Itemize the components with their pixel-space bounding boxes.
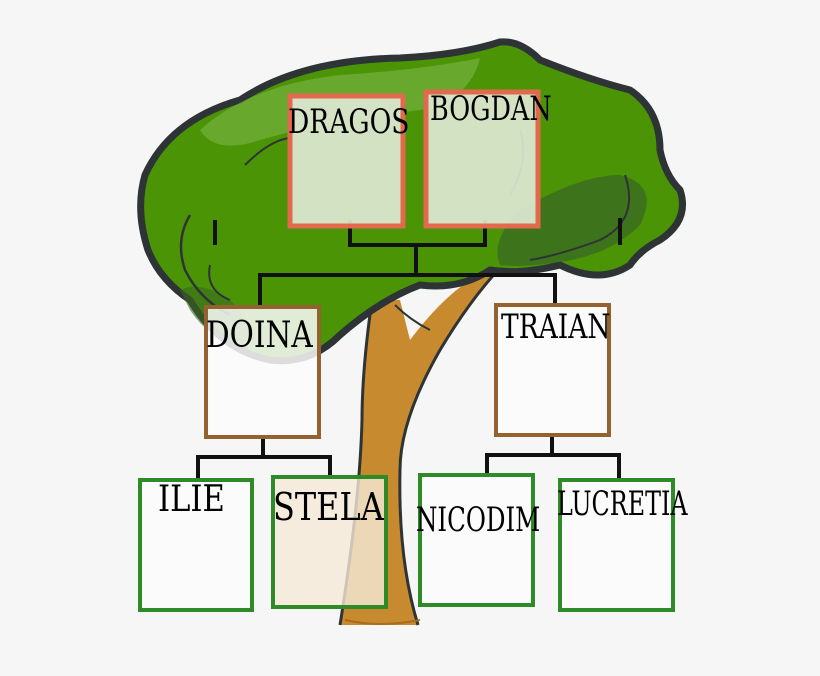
box-traian <box>494 303 611 437</box>
box-bogdan <box>423 89 541 229</box>
box-nicodim <box>418 473 535 607</box>
label-lucretia: LUCRETIA <box>557 484 688 524</box>
label-ilie: ILIE <box>158 479 225 520</box>
box-lucretia <box>558 478 675 612</box>
box-ilie <box>138 478 254 612</box>
label-stela: STELA <box>273 485 384 529</box>
label-doina: DOINA <box>206 315 313 356</box>
box-doina <box>204 305 321 439</box>
label-dragos: DRAGOS <box>288 102 410 142</box>
box-dragos <box>287 93 406 229</box>
label-nicodim: NICODIM <box>416 500 541 540</box>
connector-lines <box>196 218 622 478</box>
box-stela <box>271 475 388 609</box>
label-bogdan: BOGDAN <box>430 89 552 129</box>
label-traian: TRAIAN <box>501 307 611 347</box>
